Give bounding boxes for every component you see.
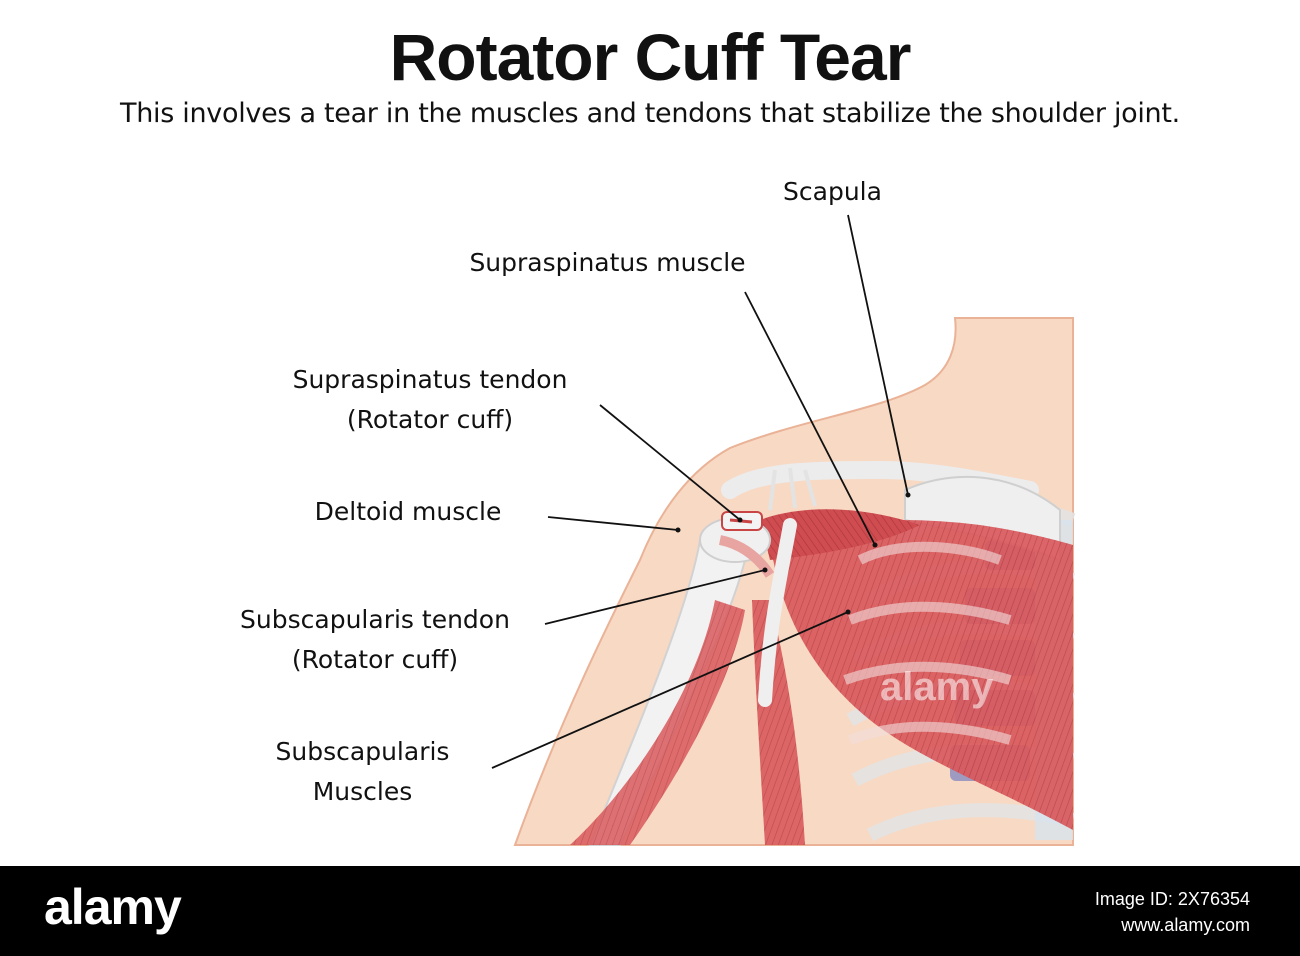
label-supraspinatus-muscle: Supraspinatus muscle — [469, 248, 746, 277]
label-supraspinatus-tendon-line2: (Rotator cuff) — [346, 405, 514, 434]
supraspinatus-muscle-shape — [760, 509, 920, 560]
label-subscapularis-muscles-line2: Muscles — [312, 777, 413, 806]
label-supraspinatus-tendon: Supraspinatus tendon (Rotator cuff) — [255, 360, 605, 440]
footer-image-id: Image ID: 2X76354 — [1094, 889, 1250, 909]
leader-supraspinatus-muscle — [744, 291, 876, 546]
footer-url: www.alamy.com — [1121, 915, 1250, 935]
page-title: Rotator Cuff Tear — [389, 20, 912, 94]
footer-bar: alamy Image ID: 2X76354 www.alamy.com — [0, 866, 1300, 956]
ligament-fibers — [768, 467, 817, 511]
label-subscapularis-tendon-line1: Subscapularis tendon — [240, 605, 510, 634]
tendon-strip — [758, 518, 797, 707]
label-subscapularis-muscles-line1: Subscapularis — [275, 737, 450, 766]
label-deltoid: Deltoid muscle — [314, 497, 502, 526]
footer-logo: alamy — [44, 879, 182, 935]
label-scapula: Scapula — [783, 177, 882, 206]
label-subscapularis-muscles: Subscapularis Muscles — [250, 732, 475, 812]
label-subscapularis-tendon-line2: (Rotator cuff) — [291, 645, 459, 674]
leader-deltoid — [547, 516, 679, 531]
shoulder-anatomy-illustration — [491, 214, 1076, 846]
watermark-logo: alamy — [880, 665, 994, 709]
leader-lines — [491, 214, 909, 769]
leader-supraspinatus-tendon — [599, 404, 741, 521]
arm-muscle — [570, 600, 745, 845]
label-supraspinatus-tendon-line1: Supraspinatus tendon — [292, 365, 568, 394]
page-subtitle: This involves a tear in the muscles and … — [120, 98, 1180, 129]
leader-subscapularis-muscles — [491, 611, 849, 769]
leader-scapula — [847, 214, 909, 496]
subscapularis-muscle — [770, 520, 1073, 830]
footer-meta: Image ID: 2X76354 www.alamy.com — [1050, 886, 1250, 938]
label-subscapularis-tendon: Subscapularis tendon (Rotator cuff) — [210, 600, 540, 680]
leader-subscapularis-tendon — [544, 569, 766, 625]
